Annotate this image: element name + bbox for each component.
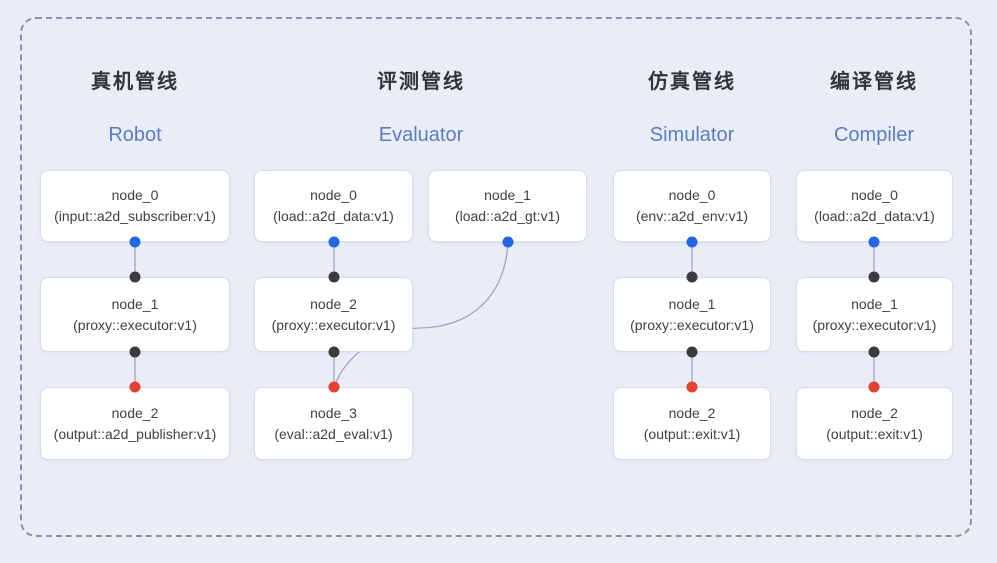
node-type: (proxy::executor:v1)	[630, 316, 754, 333]
node-name: node_3	[310, 404, 357, 421]
node-type: (load::a2d_data:v1)	[814, 208, 935, 224]
node-box: node_0(env::a2d_env:v1)	[613, 170, 771, 242]
node-type: (env::a2d_env:v1)	[635, 208, 749, 224]
node-type: (load::a2d_gt:v1)	[454, 208, 561, 224]
pipeline-title-en: Evaluator	[378, 124, 464, 146]
pipeline-title-zh: 编译管线	[830, 71, 918, 93]
pipeline-title-en: Simulator	[649, 124, 735, 146]
node-box: node_1(proxy::executor:v1)	[613, 277, 771, 352]
node-name: node_0	[310, 187, 357, 203]
node-name: node_2	[310, 295, 357, 312]
node-name: node_2	[111, 404, 159, 421]
edge-connector	[334, 241, 509, 386]
node-name: node_0	[851, 187, 898, 203]
node-name: node_1	[668, 295, 716, 312]
node-name: node_0	[668, 187, 716, 203]
node-box: node_3(eval::a2d_eval:v1)	[254, 387, 413, 460]
node-name: node_1	[484, 187, 531, 203]
node-name: node_2	[668, 404, 716, 421]
node-name: node_0	[111, 187, 159, 203]
node-type: (proxy::executor:v1)	[73, 316, 197, 333]
pipeline-title-zh: 评测管线	[377, 71, 465, 93]
node-name: node_1	[851, 295, 898, 312]
node-box: node_0(load::a2d_data:v1)	[254, 170, 413, 242]
node-box: node_2(output::a2d_publisher:v1)	[40, 387, 230, 460]
node-box: node_2(output::exit:v1)	[796, 387, 953, 460]
node-name: node_2	[851, 404, 898, 421]
node-box: node_1(proxy::executor:v1)	[796, 277, 953, 352]
node-type: (load::a2d_data:v1)	[273, 208, 394, 224]
node-box: node_0(load::a2d_data:v1)	[796, 170, 953, 242]
pipeline-title-zh: 真机管线	[91, 71, 179, 93]
node-box: node_1(proxy::executor:v1)	[40, 277, 230, 352]
node-type: (proxy::executor:v1)	[812, 316, 937, 333]
node-type: (output::exit:v1)	[826, 425, 923, 442]
node-type: (proxy::executor:v1)	[271, 316, 396, 333]
pipeline-title-en: Robot	[108, 124, 162, 146]
node-box: node_0(input::a2d_subscriber:v1)	[40, 170, 230, 242]
node-name: node_1	[111, 295, 159, 312]
node-type: (input::a2d_subscriber:v1)	[54, 208, 216, 224]
node-box: node_1(load::a2d_gt:v1)	[428, 170, 587, 242]
dashed-frame	[20, 17, 972, 537]
node-box: node_2(output::exit:v1)	[613, 387, 771, 460]
node-type: (eval::a2d_eval:v1)	[274, 425, 393, 442]
pipeline-title-zh: 仿真管线	[648, 71, 736, 93]
pipeline-title-en: Compiler	[833, 124, 915, 146]
node-box: node_2(proxy::executor:v1)	[254, 277, 413, 352]
node-type: (output::a2d_publisher:v1)	[53, 425, 217, 442]
node-type: (output::exit:v1)	[643, 425, 741, 442]
